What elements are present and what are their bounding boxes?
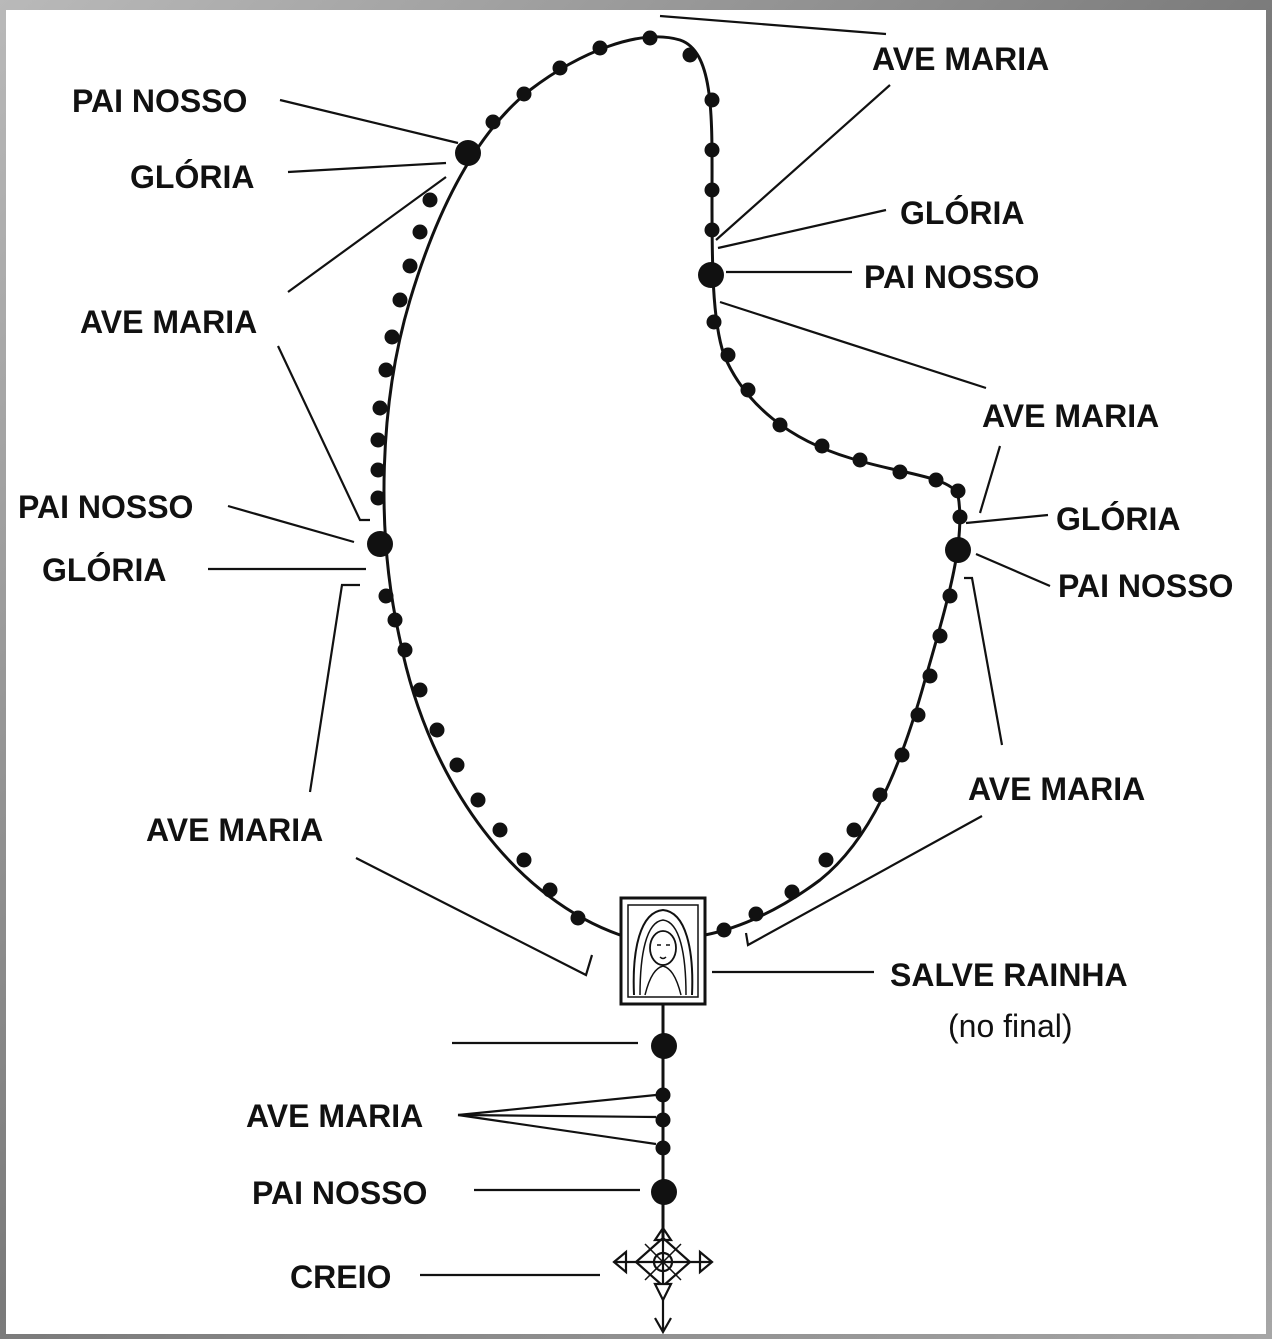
label-ave-maria-lower-left: AVE MARIA [146, 812, 323, 848]
small-bead [397, 642, 413, 658]
label-ave-maria-lower-right: AVE MARIA [968, 771, 1145, 807]
large-bead [455, 140, 481, 166]
label-gloria-left: GLÓRIA [42, 552, 166, 588]
label-creio: CREIO [290, 1259, 391, 1295]
small-bead [384, 329, 400, 345]
small-bead [378, 362, 394, 378]
rosary-cord-loop [382, 35, 962, 937]
small-bead [449, 757, 465, 773]
small-bead [412, 682, 428, 698]
small-bead [516, 852, 532, 868]
large-bead [651, 1179, 677, 1205]
small-bead [704, 92, 720, 108]
small-bead [542, 882, 558, 898]
small-bead [516, 86, 532, 102]
small-bead [655, 1087, 671, 1103]
small-bead [748, 906, 764, 922]
small-bead [846, 822, 862, 838]
medal-icon [619, 896, 707, 1006]
small-bead [378, 588, 394, 604]
small-bead [704, 222, 720, 238]
small-bead [784, 884, 800, 900]
small-bead [952, 509, 968, 525]
small-bead [704, 182, 720, 198]
small-bead [772, 417, 788, 433]
small-bead [704, 142, 720, 158]
large-bead [651, 1033, 677, 1059]
label-pai-nosso-top-left: PAI NOSSO [72, 83, 247, 119]
small-bead [892, 464, 908, 480]
small-bead [922, 668, 938, 684]
label-ave-maria-pendant: AVE MARIA [246, 1098, 423, 1134]
small-bead [592, 40, 608, 56]
large-bead [945, 537, 971, 563]
small-bead [852, 452, 868, 468]
label-pai-nosso-pendant: PAI NOSSO [252, 1175, 427, 1211]
small-bead [706, 314, 722, 330]
small-bead [932, 628, 948, 644]
small-bead [402, 258, 418, 274]
small-bead [655, 1140, 671, 1156]
small-bead [570, 910, 586, 926]
large-bead [698, 262, 724, 288]
small-bead [894, 747, 910, 763]
small-bead [740, 382, 756, 398]
label-pai-nosso-top-right: PAI NOSSO [864, 259, 1039, 295]
label-gloria-top-right: GLÓRIA [900, 195, 1024, 231]
label-salve-rainha-note: (no final) [948, 1008, 1073, 1044]
small-bead [387, 612, 403, 628]
small-bead [412, 224, 428, 240]
rosary-diagram: AVE MARIA GLÓRIA PAI NOSSO AVE MARIA GLÓ… [6, 10, 1266, 1334]
small-bead [370, 462, 386, 478]
label-salve-rainha: SALVE RAINHA [890, 957, 1128, 993]
rosary-svg: AVE MARIA GLÓRIA PAI NOSSO AVE MARIA GLÓ… [18, 14, 1233, 1334]
small-bead [485, 114, 501, 130]
leader-lines [208, 14, 1051, 1277]
small-bead [372, 400, 388, 416]
large-bead [367, 531, 393, 557]
label-pai-nosso-right: PAI NOSSO [1058, 568, 1233, 604]
rosary-beads [367, 30, 971, 1205]
crucifix-icon [612, 1224, 714, 1334]
label-ave-maria-top-right: AVE MARIA [872, 41, 1049, 77]
small-bead [942, 588, 958, 604]
label-ave-maria-right: AVE MARIA [982, 398, 1159, 434]
small-bead [642, 30, 658, 46]
label-ave-maria-upper-left: AVE MARIA [80, 304, 257, 340]
small-bead [872, 787, 888, 803]
small-bead [429, 722, 445, 738]
label-pai-nosso-left: PAI NOSSO [18, 489, 193, 525]
small-bead [928, 472, 944, 488]
small-bead [422, 192, 438, 208]
small-bead [470, 792, 486, 808]
small-bead [370, 490, 386, 506]
small-bead [716, 922, 732, 938]
small-bead [655, 1112, 671, 1128]
small-bead [720, 347, 736, 363]
small-bead [818, 852, 834, 868]
small-bead [552, 60, 568, 76]
small-bead [492, 822, 508, 838]
small-bead [814, 438, 830, 454]
label-gloria-top-left: GLÓRIA [130, 159, 254, 195]
label-gloria-right: GLÓRIA [1056, 501, 1180, 537]
small-bead [682, 47, 698, 63]
small-bead [910, 707, 926, 723]
small-bead [370, 432, 386, 448]
small-bead [950, 483, 966, 499]
small-bead [392, 292, 408, 308]
